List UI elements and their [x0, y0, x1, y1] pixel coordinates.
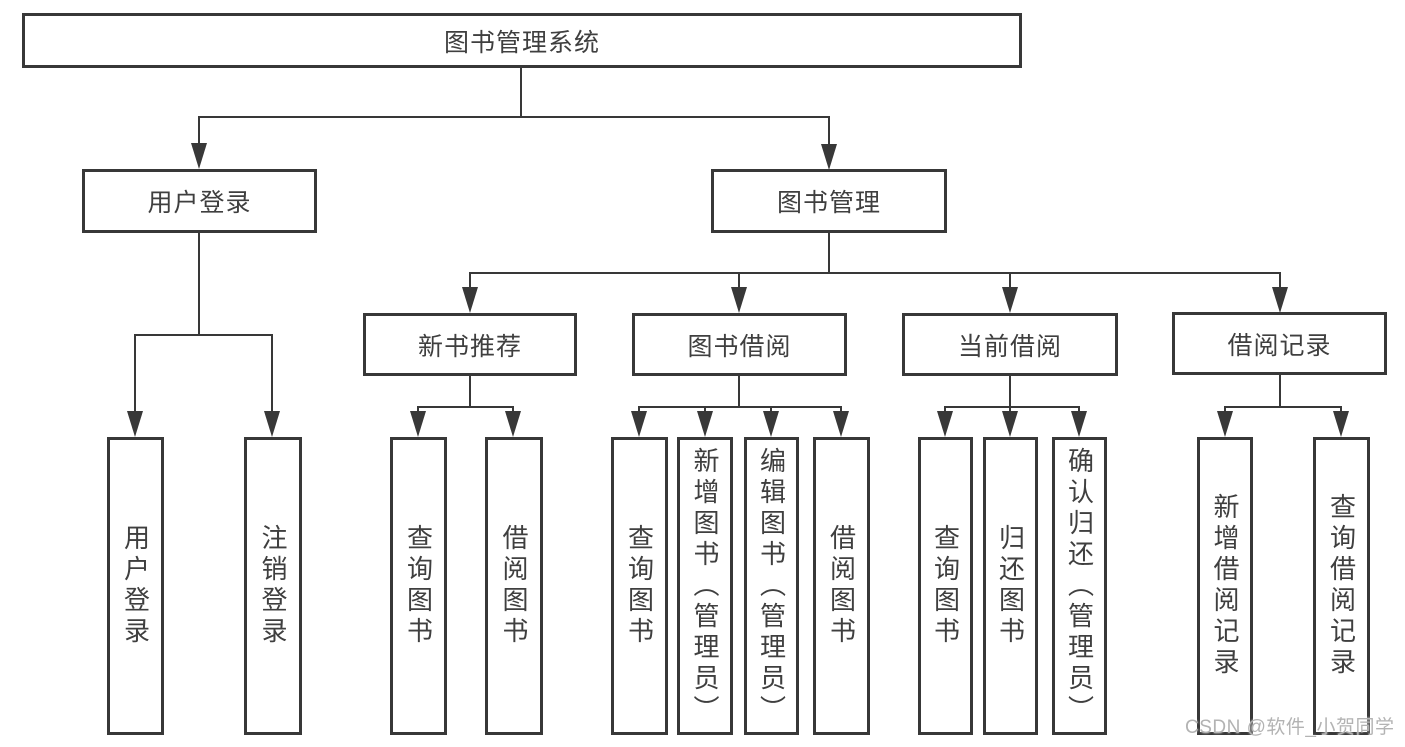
node-new-book-recommend: 新书推荐 [363, 313, 577, 376]
watermark: CSDN @软件_小贺同学 [1185, 717, 1395, 738]
leaf-cb-query-books: 查询图书 [918, 437, 973, 735]
node-new-book-recommend-label: 新书推荐 [417, 332, 522, 361]
connector-line [1278, 273, 1282, 289]
connector-line [827, 232, 831, 274]
connector-line [703, 407, 707, 413]
connector-line [197, 117, 201, 145]
leaf-cb-confirm-return: 确认归还（管理员） [1052, 437, 1107, 735]
connector-line [468, 273, 472, 289]
arrow-down-icon [263, 411, 280, 437]
connector-line [270, 335, 274, 413]
connector-line [637, 405, 843, 409]
node-root-label: 图书管理系统 [443, 28, 600, 57]
leaf-bb-query-books: 查询图书 [611, 437, 668, 735]
leaf-bb-edit-books-label: 编辑图书（管理员） [756, 446, 787, 726]
leaf-br-add-record-label: 新增借阅记录 [1210, 493, 1240, 679]
connector-line [1278, 375, 1282, 408]
leaf-br-query-record: 查询借阅记录 [1313, 437, 1370, 735]
leaf-cb-query-books-label: 查询图书 [930, 524, 961, 648]
leaf-user-login-label: 用户登录 [120, 524, 151, 648]
connector-line [1008, 407, 1012, 413]
node-book-management: 图书管理 [711, 169, 947, 233]
connector-line [839, 407, 843, 413]
leaf-bb-query-books-label: 查询图书 [624, 524, 655, 648]
connector-line [737, 376, 741, 408]
connector-line [133, 335, 137, 413]
connector-line [468, 271, 1282, 275]
connector-line [1008, 376, 1012, 408]
arrow-down-icon [1001, 287, 1018, 313]
connector-line [416, 407, 420, 413]
arrow-down-icon [1216, 411, 1233, 437]
leaf-bb-edit-books: 编辑图书（管理员） [744, 437, 799, 735]
node-book-borrowing-label: 图书借阅 [687, 332, 792, 361]
arrow-down-icon [762, 411, 779, 437]
node-borrow-records-label: 借阅记录 [1227, 331, 1332, 360]
connector-line [943, 405, 1081, 409]
leaf-bb-borrow-books-label: 借阅图书 [826, 524, 857, 648]
connector-line [637, 407, 641, 413]
node-user-login: 用户登录 [82, 169, 317, 233]
connector-line [1339, 407, 1343, 413]
connector-line [769, 407, 773, 413]
leaf-user-login: 用户登录 [107, 437, 164, 735]
leaf-rec-borrow-books-label: 借阅图书 [499, 524, 529, 648]
arrow-down-icon [1001, 411, 1018, 437]
leaf-cb-return-books: 归还图书 [983, 437, 1038, 735]
node-current-borrowing-label: 当前借阅 [957, 332, 1062, 361]
arrow-down-icon [832, 411, 849, 437]
leaf-bb-add-books-label: 新增图书（管理员） [690, 446, 720, 726]
leaf-br-add-record: 新增借阅记录 [1197, 437, 1253, 735]
connector-line [1077, 407, 1081, 413]
arrow-down-icon [190, 143, 207, 169]
node-book-borrowing: 图书借阅 [632, 313, 847, 376]
leaf-logout-label: 注销登录 [258, 524, 288, 648]
connector-line [943, 407, 947, 413]
connector-line [468, 376, 472, 408]
leaf-logout: 注销登录 [244, 437, 302, 735]
arrow-down-icon [630, 411, 647, 437]
connector-line [197, 115, 831, 119]
leaf-cb-confirm-return-label: 确认归还（管理员） [1064, 446, 1095, 726]
connector-line [1223, 405, 1343, 409]
connector-line [416, 405, 515, 409]
connector-line [133, 333, 274, 337]
leaf-br-query-record-label: 查询借阅记录 [1326, 493, 1357, 679]
arrow-down-icon [936, 411, 953, 437]
connector-line [519, 68, 523, 118]
leaf-rec-query-books-label: 查询图书 [403, 524, 434, 648]
arrow-down-icon [461, 287, 478, 313]
node-current-borrowing: 当前借阅 [902, 313, 1118, 376]
arrow-down-icon [1271, 287, 1288, 313]
leaf-cb-return-books-label: 归还图书 [995, 524, 1026, 648]
arrow-down-icon [504, 411, 521, 437]
connector-line [737, 273, 741, 289]
arrow-down-icon [1332, 411, 1349, 437]
node-user-login-label: 用户登录 [147, 189, 252, 217]
arrow-down-icon [409, 411, 426, 437]
connector-line [827, 117, 831, 146]
arrow-down-icon [820, 144, 837, 170]
arrow-down-icon [696, 411, 713, 437]
connector-line [1223, 407, 1227, 413]
connector-line [197, 233, 201, 336]
leaf-rec-borrow-books: 借阅图书 [485, 437, 543, 735]
connector-line [511, 407, 515, 413]
node-root: 图书管理系统 [22, 13, 1022, 68]
leaf-rec-query-books: 查询图书 [390, 437, 447, 735]
arrow-down-icon [730, 287, 747, 313]
node-book-management-label: 图书管理 [776, 189, 881, 217]
connector-line [1008, 273, 1012, 289]
arrow-down-icon [126, 411, 143, 437]
leaf-bb-borrow-books: 借阅图书 [813, 437, 870, 735]
leaf-bb-add-books: 新增图书（管理员） [677, 437, 733, 735]
arrow-down-icon [1070, 411, 1087, 437]
node-borrow-records: 借阅记录 [1172, 312, 1387, 375]
